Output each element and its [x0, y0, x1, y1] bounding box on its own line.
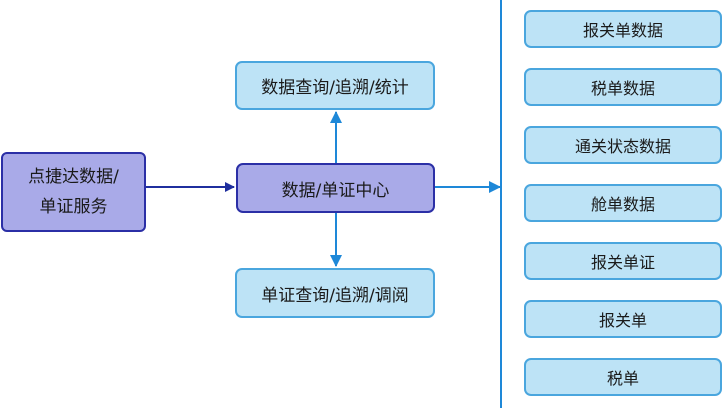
output-item-label: 报关单: [598, 311, 647, 330]
output-item: 报关单: [524, 300, 722, 338]
output-item-label: 报关单证: [590, 253, 655, 272]
source-label-line1: 点捷达数据/: [28, 167, 119, 187]
output-item: 报关单证: [524, 242, 722, 280]
output-item-label: 舱单数据: [590, 195, 655, 214]
output-item-label: 税单数据: [590, 79, 655, 98]
document-query-box: 单证查询/追溯/调阅: [235, 268, 435, 318]
source-box: 点捷达数据/ 单证服务: [1, 152, 146, 232]
output-item: 报关单数据: [524, 10, 722, 48]
source-label-line2: 单证服务: [39, 197, 108, 217]
document-query-label: 单证查询/追溯/调阅: [261, 285, 409, 306]
output-item: 舱单数据: [524, 184, 722, 222]
output-item: 税单数据: [524, 68, 722, 106]
output-item: 税单: [524, 358, 722, 396]
output-item: 通关状态数据: [524, 126, 722, 164]
data-query-box: 数据查询/追溯/统计: [235, 61, 435, 110]
hub-label: 数据/单证中心: [281, 180, 390, 201]
data-query-label: 数据查询/追溯/统计: [261, 78, 409, 98]
output-item-label: 通关状态数据: [574, 137, 671, 156]
hub-box: 数据/单证中心: [236, 163, 435, 213]
output-item-label: 报关单数据: [582, 21, 663, 40]
output-item-label: 税单: [606, 369, 639, 388]
